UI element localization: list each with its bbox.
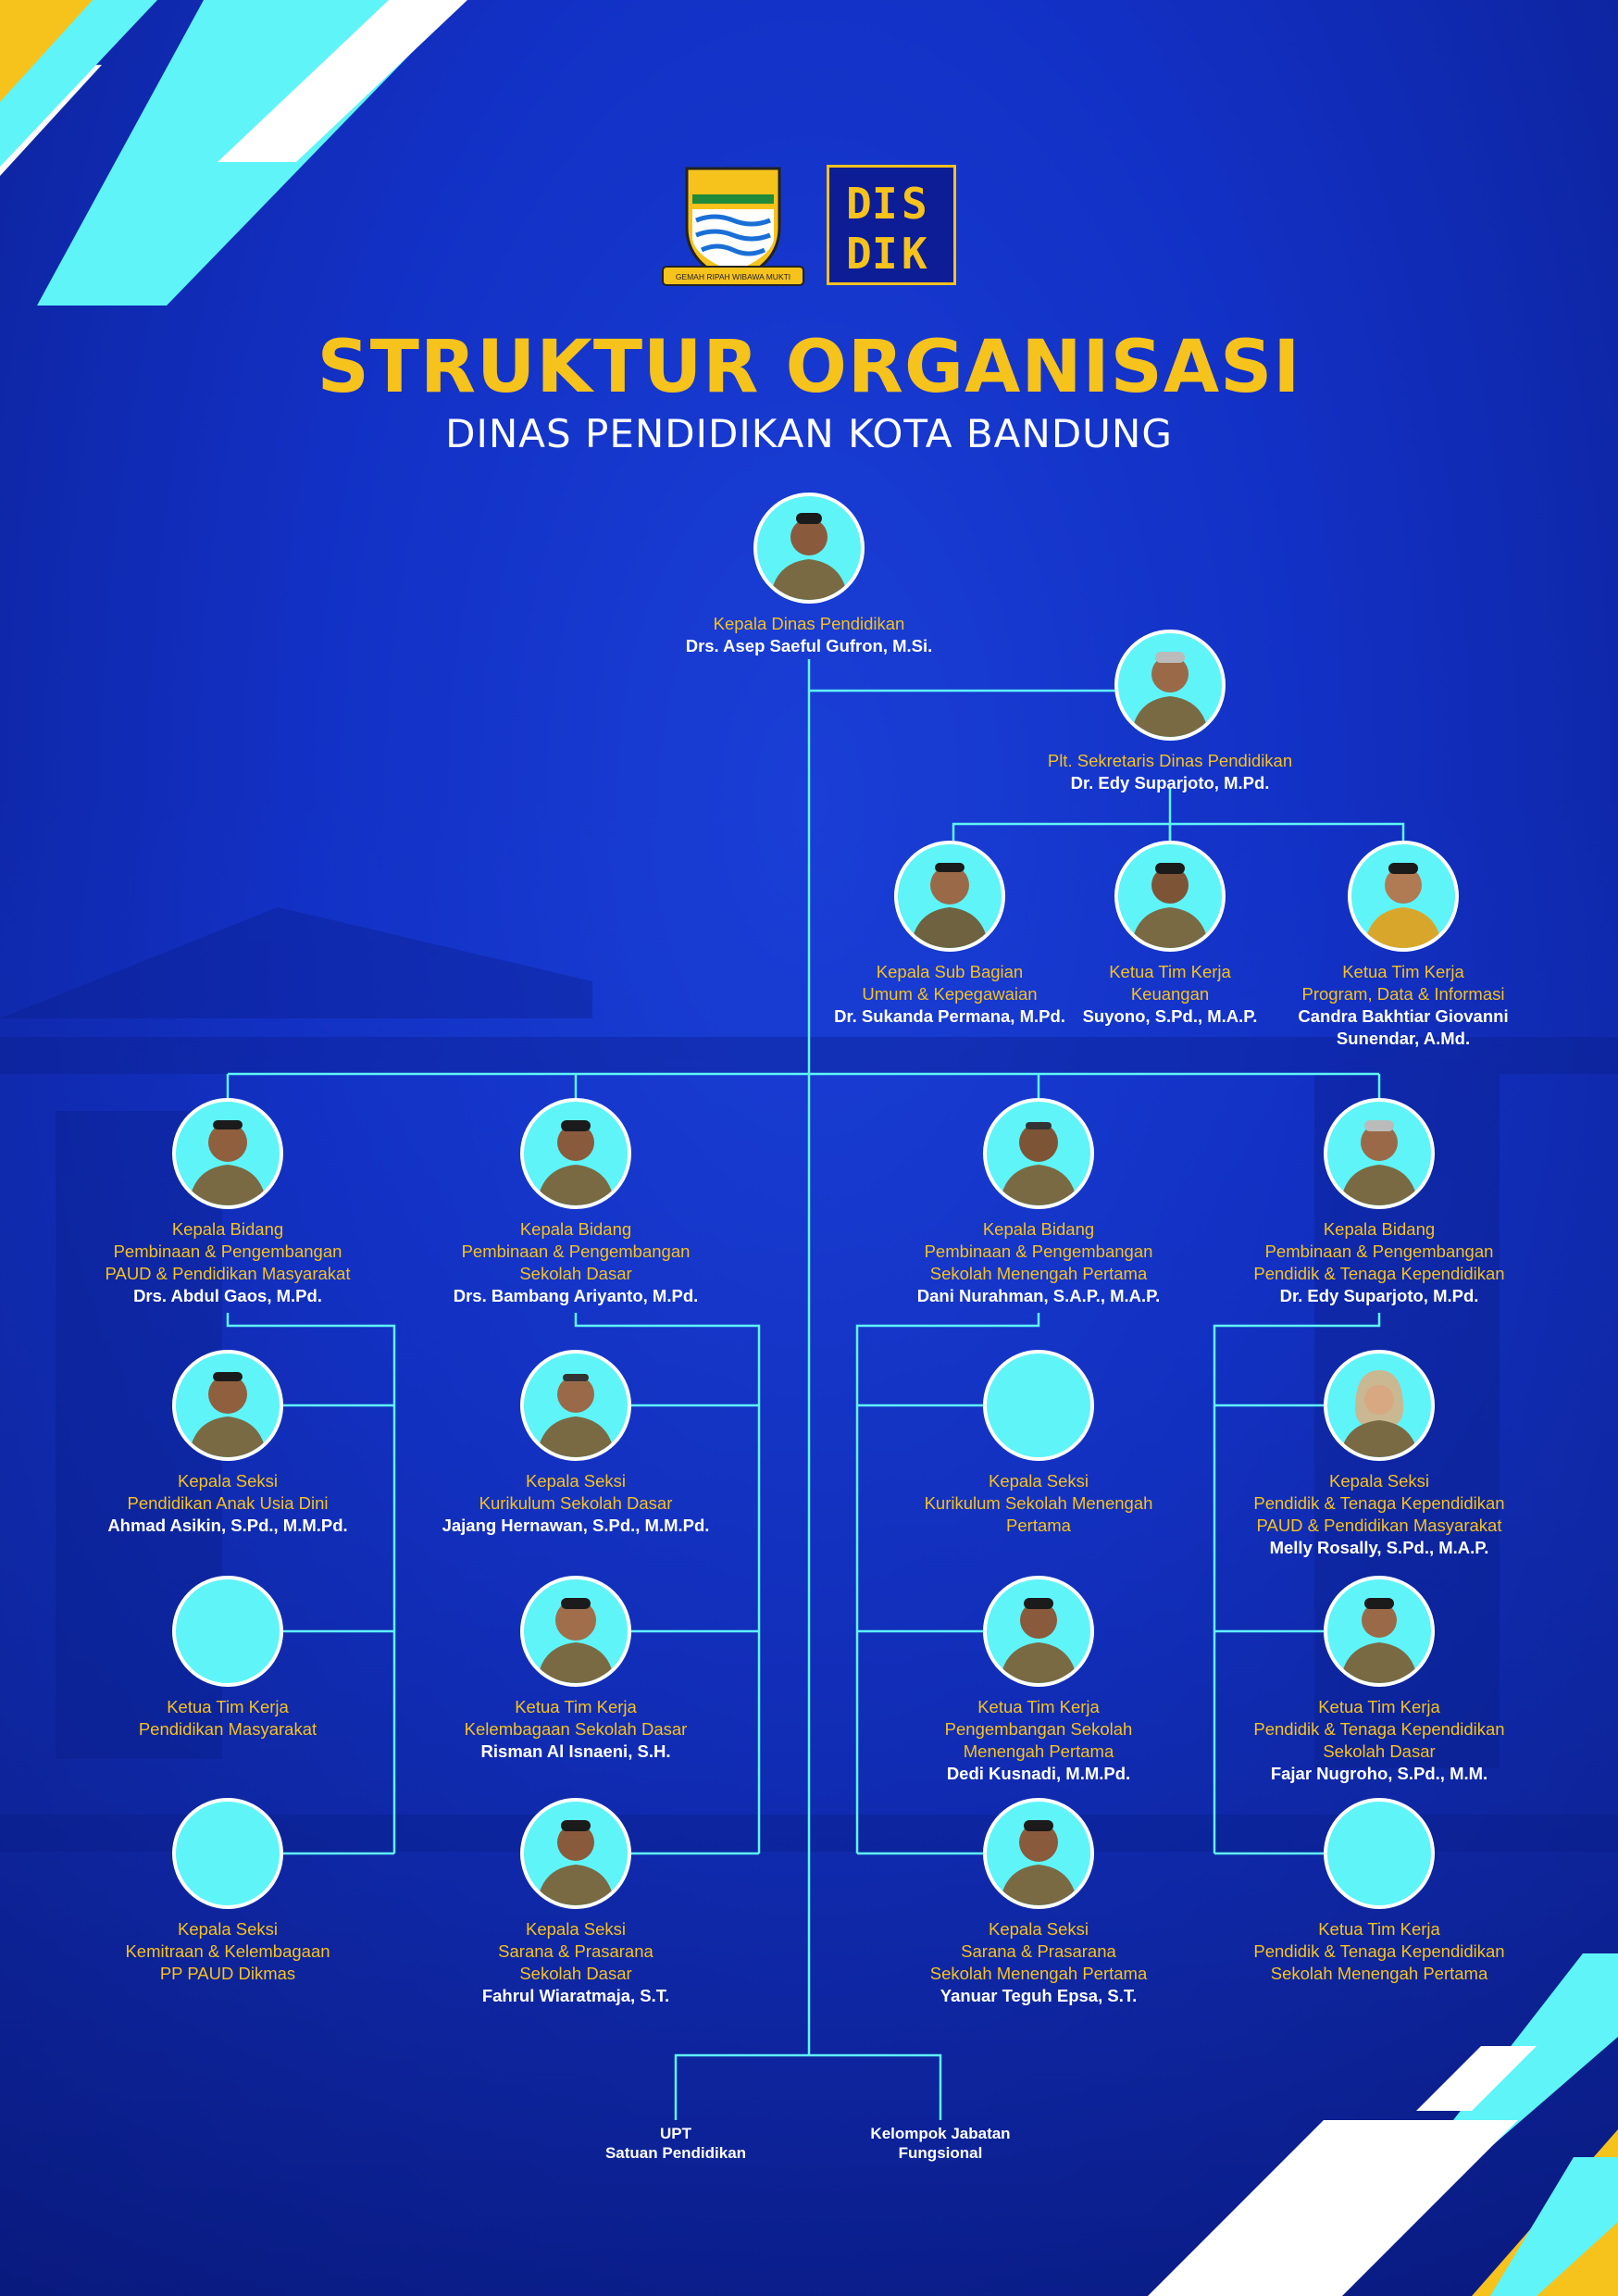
- person-photo-placeholder: [172, 1798, 283, 1909]
- node-role: Ketua Tim Kerja Program, Data & Informas…: [1301, 962, 1505, 1004]
- person-photo-avatar: [520, 1350, 631, 1461]
- node-seksi-sarpras-smp: Kepala Seksi Sarana & Prasarana Sekolah …: [900, 1798, 1177, 2007]
- node-bidang-sd: Kepala Bidang Pembinaan & Pengembangan S…: [437, 1098, 715, 1307]
- node-role: Kelompok Jabatan Fungsional: [870, 2125, 1011, 2162]
- emblem-motto: GEMAH RIPAH WIBAWA MUKTI: [676, 272, 790, 281]
- person-photo-avatar: [983, 1798, 1094, 1909]
- node-role: Kepala Seksi Sarana & Prasarana Sekolah …: [498, 1919, 653, 1983]
- node-seksi-paud: Kepala Seksi Pendidikan Anak Usia Dini A…: [89, 1350, 367, 1537]
- person-photo-avatar: [1324, 1576, 1435, 1687]
- node-role: Ketua Tim Kerja Pengembangan Sekolah Men…: [944, 1697, 1133, 1761]
- node-upt: UPT Satuan Pendidikan: [537, 2124, 815, 2163]
- person-photo-avatar: [1324, 1098, 1435, 1209]
- node-person-name: Ahmad Asikin, S.Pd., M.M.Pd.: [107, 1516, 348, 1535]
- node-seksi-kurikulum-smp: Kepala Seksi Kurikulum Sekolah Menengah …: [900, 1350, 1177, 1537]
- node-tim-keuangan: Ketua Tim Kerja Keuangan Suyono, S.Pd., …: [1031, 841, 1309, 1028]
- node-person-name: Dani Nurahman, S.A.P., M.A.P.: [916, 1286, 1161, 1305]
- node-role: Kepala Bidang Pembinaan & Pengembangan P…: [105, 1219, 351, 1283]
- node-role: Ketua Tim Kerja Pendidik & Tenaga Kepend…: [1253, 1697, 1505, 1761]
- person-photo-avatar: [1114, 841, 1226, 952]
- node-tim-program: Ketua Tim Kerja Program, Data & Informas…: [1264, 841, 1542, 1050]
- person-photo-avatar: [1324, 1350, 1435, 1461]
- person-photo-avatar: [983, 1098, 1094, 1209]
- node-person-name: Drs. Asep Saeful Gufron, M.Si.: [685, 636, 933, 655]
- node-role: Kepala Seksi Kurikulum Sekolah Dasar: [479, 1471, 673, 1513]
- person-photo-avatar: [1114, 630, 1226, 741]
- person-photo-avatar: [520, 1098, 631, 1209]
- node-person-name: Melly Rosally, S.Pd., M.A.P.: [1269, 1538, 1489, 1557]
- node-role: Kepala Bidang Pembinaan & Pengembangan S…: [924, 1219, 1153, 1283]
- node-sekretaris: Plt. Sekretaris Dinas Pendidikan Dr. Edy…: [1031, 630, 1309, 794]
- node-role: Kepala Seksi Kemitraan & Kelembagaan PP …: [125, 1919, 330, 1983]
- node-person-name: Drs. Abdul Gaos, M.Pd.: [133, 1286, 322, 1305]
- node-bidang-smp: Kepala Bidang Pembinaan & Pengembangan S…: [900, 1098, 1177, 1307]
- node-tim-ptk-smp: Ketua Tim Kerja Pendidik & Tenaga Kepend…: [1240, 1798, 1518, 1985]
- node-role: Kepala Seksi Pendidikan Anak Usia Dini: [127, 1471, 329, 1513]
- node-role: Ketua Tim Kerja Pendidik & Tenaga Kepend…: [1253, 1919, 1505, 1983]
- node-role: Plt. Sekretaris Dinas Pendidikan: [1047, 751, 1293, 770]
- node-role: Kepala Seksi Kurikulum Sekolah Menengah …: [924, 1471, 1153, 1535]
- node-subbag-umum: Kepala Sub Bagian Umum & Kepegawaian Dr.…: [811, 841, 1089, 1028]
- node-seksi-kemitraan: Kepala Seksi Kemitraan & Kelembagaan PP …: [89, 1798, 367, 1985]
- node-jabatan-fungsional: Kelompok Jabatan Fungsional: [802, 2124, 1079, 2163]
- person-photo-avatar: [520, 1576, 631, 1687]
- node-role: Kepala Bidang Pembinaan & Pengembangan S…: [461, 1219, 691, 1283]
- node-person-name: Yanuar Teguh Epsa, S.T.: [940, 1986, 1138, 2005]
- person-photo-placeholder: [1324, 1798, 1435, 1909]
- node-seksi-kurikulum-sd: Kepala Seksi Kurikulum Sekolah Dasar Jaj…: [437, 1350, 715, 1537]
- node-bidang-ptk: Kepala Bidang Pembinaan & Pengembangan P…: [1240, 1098, 1518, 1307]
- node-bidang-paud: Kepala Bidang Pembinaan & Pengembangan P…: [89, 1098, 367, 1307]
- node-person-name: Dedi Kusnadi, M.M.Pd.: [946, 1764, 1131, 1783]
- node-person-name: Fajar Nugroho, S.Pd., M.M.: [1270, 1764, 1488, 1783]
- node-role: Kepala Sub Bagian Umum & Kepegawaian: [862, 962, 1038, 1004]
- node-role: Kepala Seksi Pendidik & Tenaga Kependidi…: [1253, 1471, 1505, 1535]
- kota-bandung-emblem: GEMAH RIPAH WIBAWA MUKTI: [659, 163, 807, 291]
- node-role: Kepala Bidang Pembinaan & Pengembangan P…: [1253, 1219, 1505, 1283]
- node-tim-ptk-sd: Ketua Tim Kerja Pendidik & Tenaga Kepend…: [1240, 1576, 1518, 1785]
- node-tim-kelembagaan-sd: Ketua Tim Kerja Kelembagaan Sekolah Dasa…: [437, 1576, 715, 1763]
- disdik-logo: D I S D I K: [827, 165, 956, 285]
- person-photo-avatar: [894, 841, 1005, 952]
- emblem-shield-icon: GEMAH RIPAH WIBAWA MUKTI: [662, 167, 804, 286]
- person-photo-avatar: [520, 1798, 631, 1909]
- page-subtitle: DINAS PENDIDIKAN KOTA BANDUNG: [445, 411, 1173, 456]
- node-role: Ketua Tim Kerja Keuangan: [1109, 962, 1231, 1004]
- node-role: Kepala Dinas Pendidikan: [713, 614, 905, 633]
- person-photo-avatar: [753, 493, 865, 604]
- node-tim-dikmas: Ketua Tim Kerja Pendidikan Masyarakat: [89, 1576, 367, 1741]
- node-person-name: Dr. Edy Suparjoto, M.Pd.: [1279, 1286, 1479, 1305]
- node-person-name: Fahrul Wiaratmaja, S.T.: [481, 1986, 670, 2005]
- person-photo-avatar: [983, 1576, 1094, 1687]
- node-role: Ketua Tim Kerja Pendidikan Masyarakat: [138, 1697, 317, 1739]
- page-title: STRUKTUR ORGANISASI: [317, 326, 1301, 409]
- node-kepala-dinas: Kepala Dinas Pendidikan Drs. Asep Saeful…: [670, 493, 948, 657]
- node-person-name: Candra Bakhtiar Giovanni Sunendar, A.Md.: [1298, 1006, 1509, 1048]
- node-role: Ketua Tim Kerja Kelembagaan Sekolah Dasa…: [464, 1697, 688, 1739]
- person-photo-placeholder: [172, 1576, 283, 1687]
- node-person-name: Jajang Hernawan, S.Pd., M.M.Pd.: [442, 1516, 710, 1535]
- person-photo-avatar: [172, 1350, 283, 1461]
- node-seksi-sarpras-sd: Kepala Seksi Sarana & Prasarana Sekolah …: [437, 1798, 715, 2007]
- node-seksi-ptk-paud: Kepala Seksi Pendidik & Tenaga Kependidi…: [1240, 1350, 1518, 1559]
- node-person-name: Drs. Bambang Ariyanto, M.Pd.: [453, 1286, 699, 1305]
- node-role: Kepala Seksi Sarana & Prasarana Sekolah …: [929, 1919, 1148, 1983]
- node-role: UPT Satuan Pendidikan: [604, 2125, 747, 2162]
- person-photo-avatar: [1348, 841, 1459, 952]
- node-tim-pengembangan-smp: Ketua Tim Kerja Pengembangan Sekolah Men…: [900, 1576, 1177, 1785]
- node-person-name: Dr. Edy Suparjoto, M.Pd.: [1070, 773, 1270, 792]
- person-photo-placeholder: [983, 1350, 1094, 1461]
- node-person-name: Suyono, S.Pd., M.A.P.: [1082, 1006, 1258, 1026]
- node-person-name: Dr. Sukanda Permana, M.Pd.: [834, 1006, 1065, 1026]
- node-person-name: Risman Al Isnaeni, S.H.: [480, 1741, 671, 1761]
- person-photo-avatar: [172, 1098, 283, 1209]
